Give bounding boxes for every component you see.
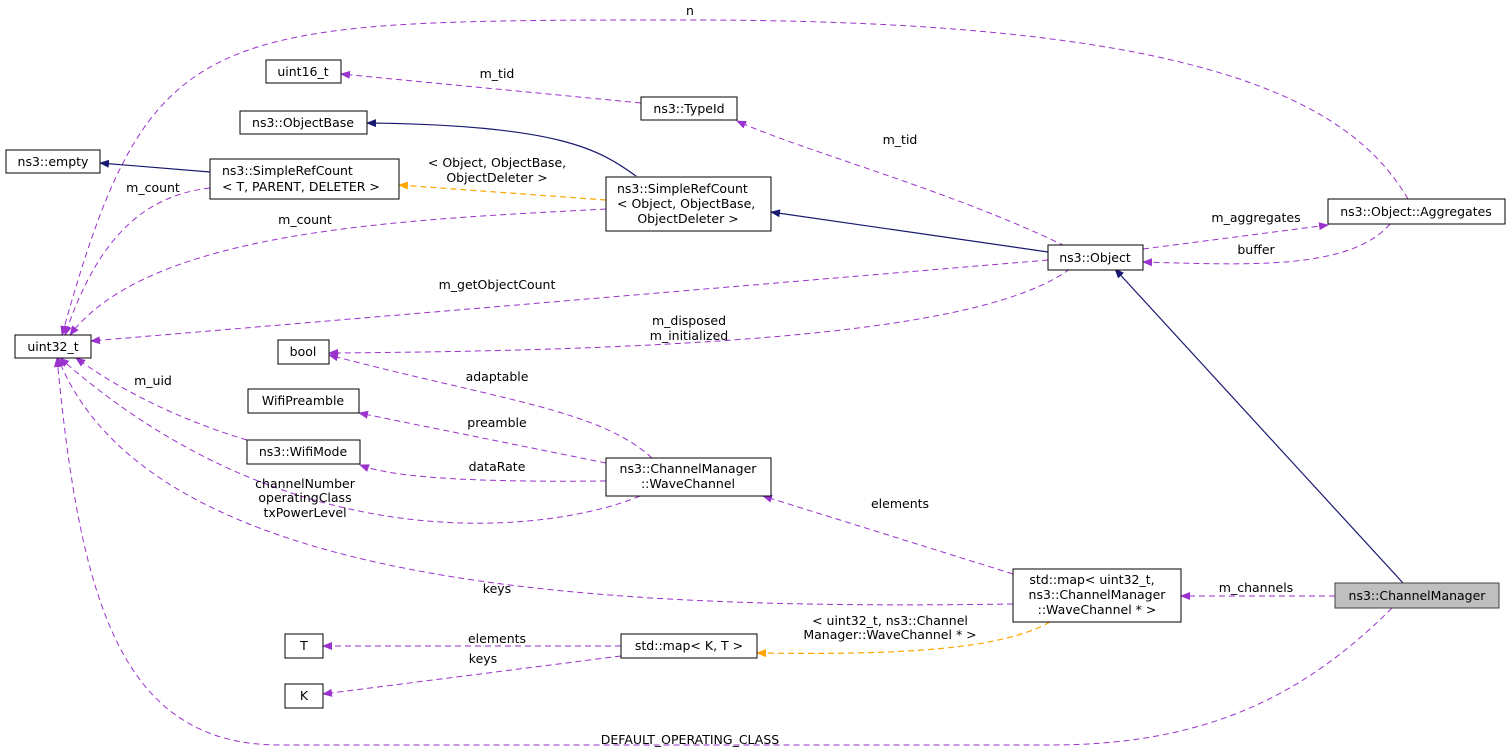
- node-k[interactable]: K: [284, 683, 324, 709]
- edges: [53, 19, 1409, 746]
- label-template-map: Manager::WaveChannel * >: [803, 627, 976, 642]
- label-elements: elements: [871, 496, 929, 511]
- node-aggregates[interactable]: ns3::Object::Aggregates: [1327, 198, 1506, 225]
- node-simplerefcount-object[interactable]: ns3::SimpleRefCount < Object, ObjectBase…: [605, 176, 772, 232]
- label-default-operating-class: DEFAULT_OPERATING_CLASS: [601, 732, 780, 747]
- node-t[interactable]: T: [284, 633, 324, 659]
- node-label: bool: [290, 344, 317, 359]
- node-label: ns3::WifiMode: [259, 444, 348, 459]
- label-m-aggregates: m_aggregates: [1211, 210, 1300, 225]
- node-label: ns3::Object: [1059, 250, 1131, 265]
- node-stdmap-kt[interactable]: std::map< K, T >: [620, 633, 758, 659]
- node-label: uint32_t: [27, 339, 78, 354]
- node-stdmap-wavechannel[interactable]: std::map< uint32_t, ns3::ChannelManager …: [1012, 568, 1182, 623]
- edge-preamble: [358, 410, 607, 464]
- edge-inherit-objectbase: [366, 119, 637, 177]
- node-uint32[interactable]: uint32_t: [14, 334, 92, 359]
- label-n: n: [686, 3, 694, 18]
- node-wifipreamble[interactable]: WifiPreamble: [247, 388, 360, 414]
- edge-m-count-1: [64, 187, 211, 336]
- node-label: ObjectDeleter >: [637, 211, 738, 226]
- label-m-tid: m_tid: [883, 132, 918, 147]
- label-preamble: preamble: [467, 415, 527, 430]
- node-label: ns3::SimpleRefCount: [222, 163, 353, 178]
- node-label: ns3::TypeId: [653, 101, 724, 116]
- label-elements-t: elements: [468, 631, 526, 646]
- node-label: ns3::ObjectBase: [252, 115, 354, 130]
- edge-default-op: [53, 357, 1393, 746]
- edge-inherit-empty: [99, 159, 211, 173]
- label-m-initialized: m_initialized: [650, 328, 728, 343]
- node-label: std::map< uint32_t,: [1029, 572, 1154, 587]
- label-operatingclass: operatingClass: [258, 490, 351, 505]
- label-datarate: dataRate: [469, 459, 526, 474]
- edge-channelnumber: [59, 357, 641, 524]
- edge-inherit-src-object: [770, 209, 1049, 253]
- label-template-src: < Object, ObjectBase,: [428, 155, 566, 170]
- edge-template-map: [756, 621, 1051, 658]
- node-label: WifiPreamble: [262, 393, 345, 408]
- edge-adaptable: [328, 353, 653, 459]
- label-m-channels: m_channels: [1219, 580, 1293, 595]
- edge-m-getobjectcount: [90, 259, 1049, 345]
- node-bool[interactable]: bool: [277, 339, 330, 365]
- label-m-count: m_count: [278, 212, 332, 227]
- edge-buffer: [1142, 223, 1391, 267]
- edge-m-tid-object-typeid: [736, 120, 1066, 247]
- label-adaptable: adaptable: [466, 369, 529, 384]
- edge-template-src: [398, 181, 607, 201]
- node-channelmanager[interactable]: ns3::ChannelManager: [1334, 582, 1500, 609]
- label-txpowerlevel: txPowerLevel: [263, 505, 346, 520]
- node-label: < Object, ObjectBase,: [617, 196, 755, 211]
- edge-keys-wave: [57, 357, 1014, 606]
- label-keys: keys: [483, 581, 511, 596]
- label-m-disposed: m_disposed: [652, 313, 726, 328]
- node-label: ns3::empty: [18, 154, 90, 169]
- node-label: ns3::ChannelManager: [1029, 587, 1167, 602]
- node-label: ::WaveChannel: [641, 476, 735, 491]
- label-template-map: < uint32_t, ns3::Channel: [812, 613, 968, 628]
- label-m-getobjectcount: m_getObjectCount: [439, 277, 556, 292]
- node-objectbase[interactable]: ns3::ObjectBase: [239, 110, 368, 135]
- edge-m-aggregates: [1142, 222, 1329, 250]
- edge-m-tid-typeid-uint16: [340, 70, 642, 104]
- node-uint16[interactable]: uint16_t: [265, 59, 342, 84]
- edge-inherit-channelmanager: [1114, 268, 1404, 584]
- node-typeid[interactable]: ns3::TypeId: [640, 96, 738, 121]
- node-label: < T, PARENT, DELETER >: [222, 179, 380, 194]
- edge-m-uid: [75, 357, 248, 441]
- label-m-tid: m_tid: [480, 66, 515, 81]
- edge-m-count-2: [69, 208, 607, 336]
- node-label: ns3::ChannelManager: [620, 461, 758, 476]
- label-template-src: ObjectDeleter >: [446, 170, 547, 185]
- node-label: std::map< K, T >: [635, 638, 743, 653]
- edge-keys-k: [322, 655, 622, 697]
- label-keys-k: keys: [469, 651, 497, 666]
- edge-elements-wave: [762, 494, 1014, 575]
- node-label: K: [300, 688, 309, 703]
- label-buffer: buffer: [1237, 242, 1275, 257]
- node-label: T: [299, 638, 308, 653]
- node-object[interactable]: ns3::Object: [1047, 244, 1144, 271]
- node-simplerefcount-generic[interactable]: ns3::SimpleRefCount < T, PARENT, DELETER…: [209, 158, 400, 200]
- edge-labels: n m_tid m_tid < Object, ObjectBase, Obje…: [126, 3, 1300, 747]
- node-label: ::WaveChannel * >: [1038, 602, 1157, 617]
- label-channelnumber: channelNumber: [255, 476, 356, 491]
- node-empty[interactable]: ns3::empty: [5, 149, 101, 174]
- node-wifimode[interactable]: ns3::WifiMode: [246, 439, 361, 465]
- node-label: ns3::SimpleRefCount: [617, 181, 748, 196]
- edge-m-disposed: [328, 268, 1071, 357]
- label-m-count: m_count: [126, 180, 180, 195]
- node-label: uint16_t: [277, 64, 328, 79]
- node-wavechannel[interactable]: ns3::ChannelManager ::WaveChannel: [605, 457, 772, 497]
- edge-n: [60, 19, 1409, 336]
- label-m-uid: m_uid: [134, 373, 172, 388]
- node-label: ns3::ChannelManager: [1349, 588, 1487, 603]
- node-label: ns3::Object::Aggregates: [1340, 204, 1492, 219]
